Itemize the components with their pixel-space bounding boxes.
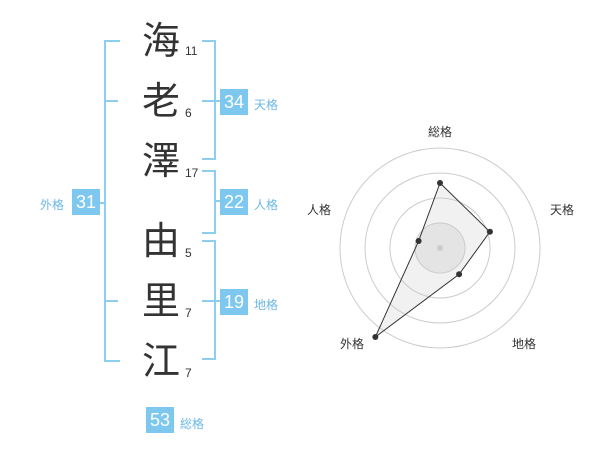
gaikaku-tick-1 <box>104 100 118 102</box>
jinkaku-bracket <box>202 170 216 234</box>
jinkaku-value: 22 <box>220 189 248 215</box>
name-char-1: 海 <box>141 19 180 63</box>
stroke-count-1: 11 <box>185 44 198 58</box>
stroke-count-2: 6 <box>185 106 192 120</box>
gaikaku-label: 外格 <box>40 198 65 212</box>
stroke-count-4: 5 <box>185 246 192 260</box>
radar-axis-label-4: 外格 <box>340 337 365 351</box>
gaikaku-connector <box>98 202 106 204</box>
gaikaku-tick-2 <box>104 300 118 302</box>
name-char-6: 江 <box>141 339 180 383</box>
radar-axis-label-2: 天格 <box>550 203 575 217</box>
chikaku-mid-tick <box>202 300 216 302</box>
name-char-2: 老 <box>141 79 180 123</box>
radar-center-point <box>437 245 443 251</box>
name-char-5: 里 <box>141 279 180 323</box>
tenkaku-value: 34 <box>220 89 248 115</box>
jinkaku-connector <box>214 200 222 202</box>
radar-axis-label-1: 総格 <box>428 125 453 139</box>
gaikaku-bracket <box>104 40 120 362</box>
radar-ring-2 <box>389 197 491 299</box>
chikaku-label: 地格 <box>254 298 279 312</box>
radar-point-3 <box>456 271 463 278</box>
soukaku-label: 総格 <box>180 417 205 431</box>
chikaku-value: 19 <box>220 289 248 315</box>
radar-ring-3 <box>364 172 516 324</box>
soukaku-value: 53 <box>146 407 174 433</box>
stroke-count-3: 17 <box>185 166 199 180</box>
radar-axis-label-5: 人格 <box>307 203 332 217</box>
radar-point-5 <box>415 238 422 245</box>
radar-data-polygon <box>374 182 491 338</box>
radar-axis-label-3: 地格 <box>512 337 537 351</box>
gaikaku-value: 31 <box>72 189 100 215</box>
name-char-4: 由 <box>141 219 180 263</box>
radar-ring-4 <box>339 147 541 349</box>
tenkaku-label: 天格 <box>254 98 279 112</box>
stroke-count-5: 7 <box>185 306 192 320</box>
stroke-count-6: 7 <box>185 366 192 380</box>
chikaku-connector <box>214 300 222 302</box>
radar-point-4 <box>372 333 379 340</box>
radar-point-1 <box>437 180 443 186</box>
tenkaku-mid-tick <box>202 100 216 102</box>
radar-point-2 <box>486 228 493 235</box>
name-char-3: 澤 <box>141 139 180 183</box>
tenkaku-connector <box>214 100 222 102</box>
jinkaku-label: 人格 <box>254 198 279 212</box>
